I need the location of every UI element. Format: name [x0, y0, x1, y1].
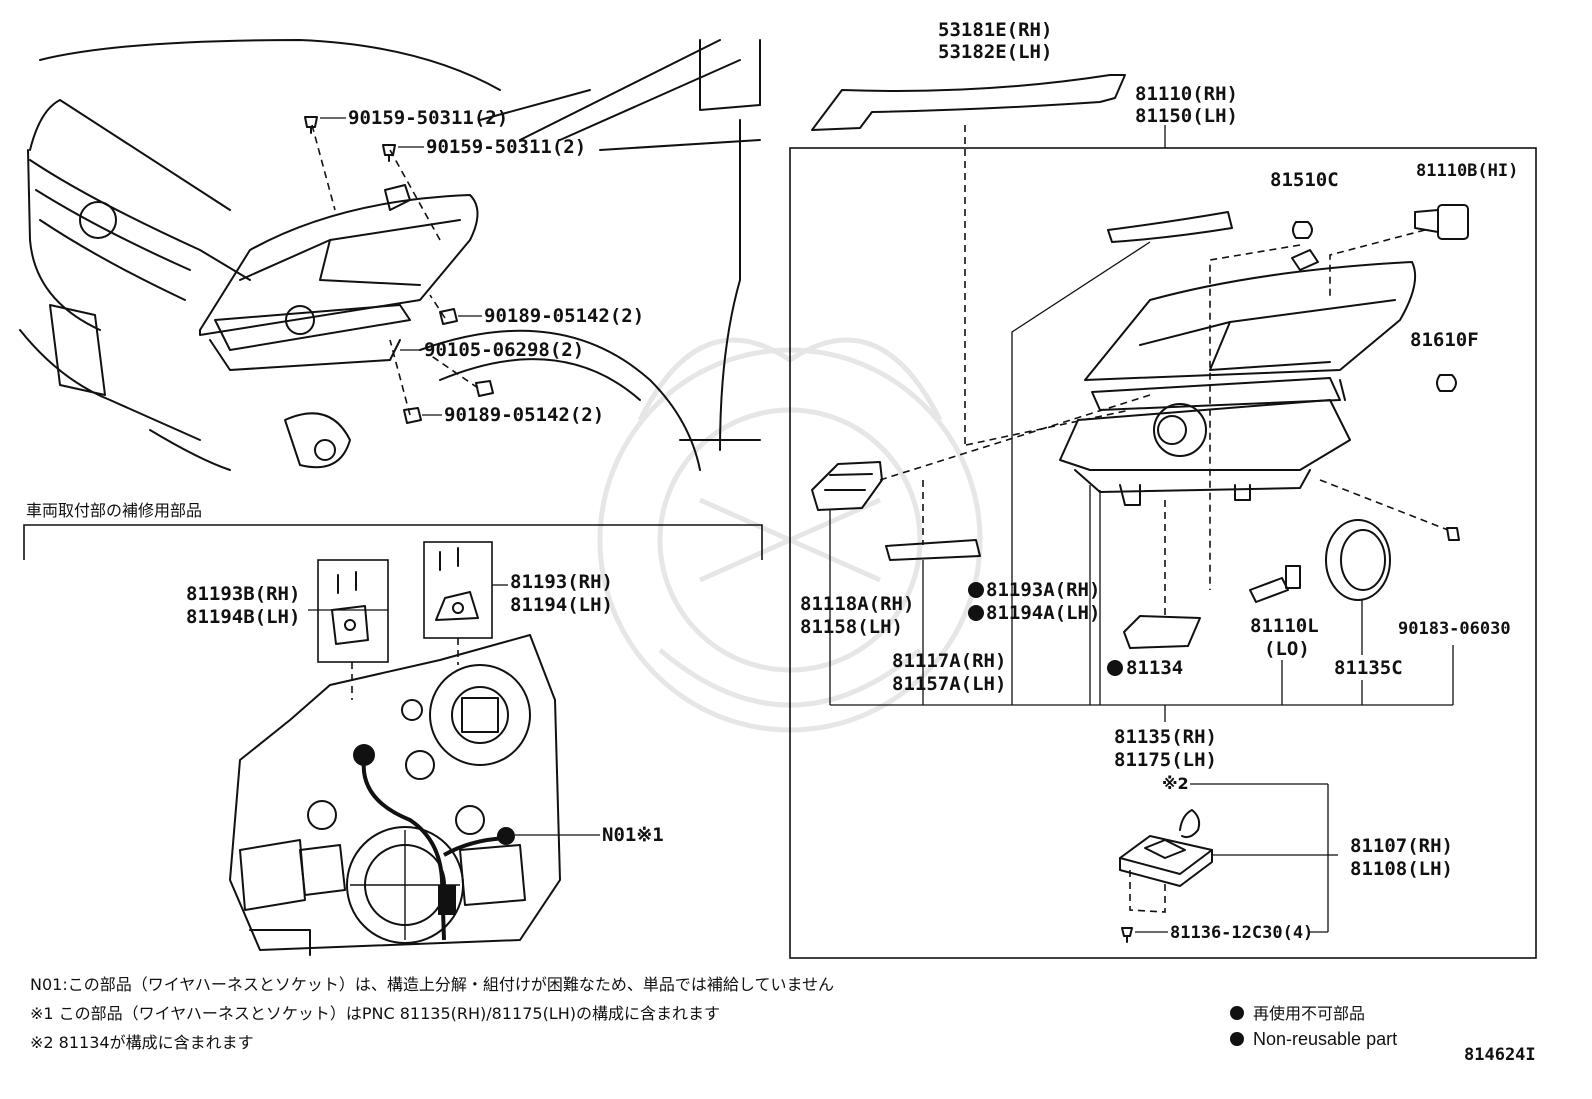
part-label: 90189-05142(2) [484, 305, 644, 327]
note2-mark: ※2 [1162, 774, 1189, 793]
headlamp-assembly-box [789, 147, 1537, 959]
clip-icon [1446, 527, 1460, 541]
screw-icon [1121, 927, 1133, 943]
non-reusable-dot-icon [968, 605, 984, 621]
note-2: ※2 81134が構成に含まれます [30, 1033, 254, 1052]
part-label: 81175(LH) [1114, 749, 1217, 771]
part-label: 81136-12C30(4) [1170, 923, 1313, 943]
part-label: 81194(LH) [510, 594, 613, 616]
clip-icon [475, 380, 494, 397]
part-label: 90105-06298(2) [424, 339, 584, 361]
part-label: 81610F [1410, 329, 1479, 351]
bulb-icon [1436, 374, 1457, 392]
gasket-icon [1123, 615, 1201, 649]
seal-strip-icon [1107, 211, 1233, 243]
ballast-icon [1119, 809, 1213, 913]
hi-bulb-icon [1414, 204, 1469, 240]
dust-cap-icon [1325, 519, 1391, 601]
part-label: 81194A(LH) [986, 602, 1100, 624]
part-label: 81118A(RH) [800, 593, 914, 615]
legend-jp: 再使用不可部品 [1253, 1004, 1365, 1023]
part-label: 81110(RH) [1135, 83, 1238, 105]
figure-id: 814624I [1464, 1045, 1536, 1065]
part-label: 90159-50311(2) [348, 107, 508, 129]
part-label: 81117A(RH) [892, 650, 1006, 672]
note-n01: N01:この部品（ワイヤハーネスとソケット）は、構造上分解・組付けが困難なため、… [30, 975, 834, 994]
bolt-icon [304, 116, 318, 134]
headlamp-rear-illustration [229, 634, 561, 956]
part-label: 81134 [1126, 657, 1183, 679]
mount-bracket-icon [885, 539, 981, 561]
part-label: 90183-06030 [1398, 619, 1511, 639]
part-label: 53181E(RH) [938, 19, 1052, 41]
n01-label: N01※1 [602, 824, 664, 846]
part-label: 90159-50311(2) [426, 136, 586, 158]
part-label: 81193B(RH) [186, 583, 300, 605]
non-reusable-dot-icon [968, 582, 984, 598]
part-label: 81110L [1250, 615, 1319, 637]
part-label: 81193(RH) [510, 571, 613, 593]
part-label: 81510C [1270, 169, 1339, 191]
clip-icon [403, 407, 422, 424]
headlamp-cover-icon [811, 74, 1126, 131]
bracket-b-icon [331, 571, 369, 645]
part-label: 81158(LH) [800, 616, 903, 638]
legend-dot-icon [1230, 1006, 1244, 1020]
clip-icon [439, 308, 458, 325]
headlamp-main-illustration [1059, 249, 1416, 506]
vehicle-front-illustration [19, 39, 761, 471]
part-label: 81110B(HI) [1416, 161, 1518, 181]
part-label: 81157A(LH) [892, 673, 1006, 695]
part-label: 53182E(LH) [938, 41, 1052, 63]
legend-dot-icon [1230, 1032, 1244, 1046]
bracket-icon [435, 547, 479, 621]
bolt-icon [382, 144, 396, 162]
part-label: 81135(RH) [1114, 726, 1217, 748]
part-label: 81194B(LH) [186, 606, 300, 628]
note-1: ※1 この部品（ワイヤハーネスとソケット）はPNC 81135(RH)/8117… [30, 1004, 720, 1023]
wire-harness-icon [353, 744, 515, 941]
part-label: 81108(LH) [1350, 858, 1453, 880]
part-label: 81150(LH) [1135, 105, 1238, 127]
bulb-icon [1292, 221, 1313, 239]
legend-en: Non-reusable part [1253, 1029, 1397, 1049]
part-label: 81107(RH) [1350, 835, 1453, 857]
part-label: 81193A(RH) [986, 579, 1100, 601]
side-bracket-icon [811, 461, 883, 511]
part-label: 90189-05142(2) [444, 404, 604, 426]
non-reusable-dot-icon [1107, 660, 1123, 676]
part-label: (LO) [1264, 638, 1310, 660]
lo-bulb-icon [1249, 565, 1301, 603]
bracket-b-box [317, 559, 389, 663]
repair-section-heading: 車両取付部の補修用部品 [26, 501, 202, 520]
part-label: 81135C [1334, 657, 1403, 679]
